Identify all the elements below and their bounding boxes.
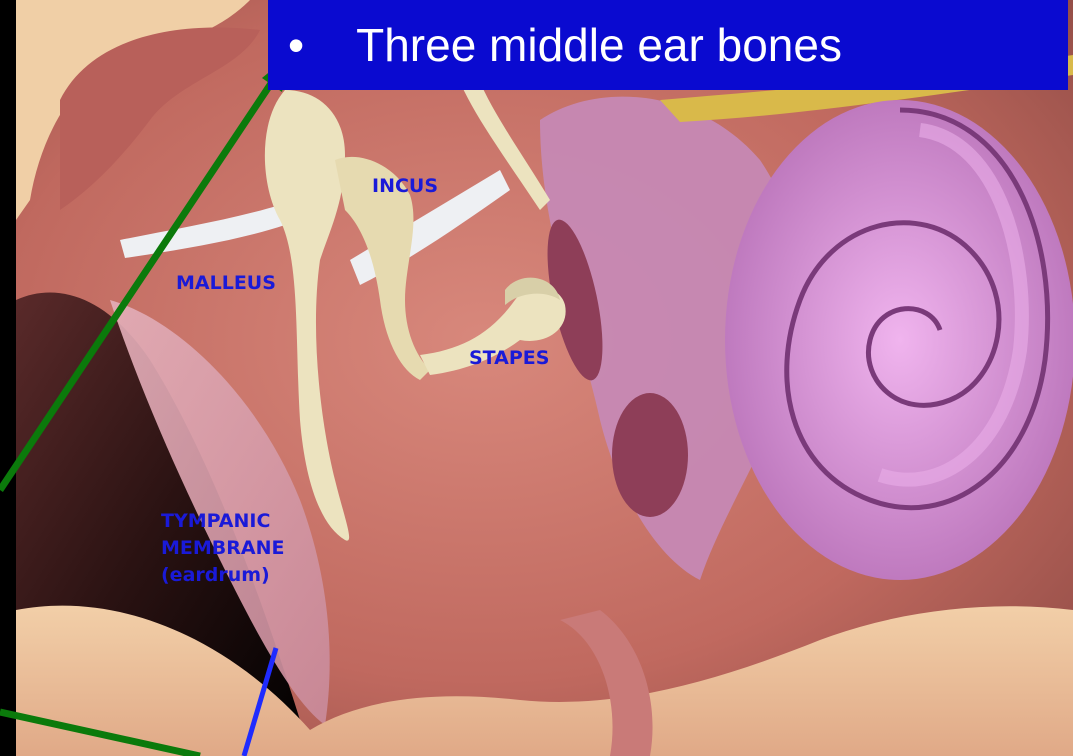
- round-window: [612, 393, 688, 517]
- label-stapes: STAPES: [469, 345, 549, 372]
- label-tympanic-membrane: TYMPANIC MEMBRANE (eardrum): [161, 508, 285, 589]
- left-border: [0, 0, 16, 756]
- cochlea: [725, 100, 1073, 580]
- bullet-point: •: [288, 18, 304, 72]
- label-malleus: MALLEUS: [176, 270, 276, 297]
- label-incus: INCUS: [372, 173, 438, 200]
- label-tympanic-line-3: (eardrum): [161, 562, 285, 589]
- label-tympanic-line-1: TYMPANIC: [161, 508, 285, 535]
- label-tympanic-line-2: MEMBRANE: [161, 535, 285, 562]
- slide-title-box: • Three middle ear bones: [268, 0, 1068, 90]
- slide-title: Three middle ear bones: [356, 18, 842, 72]
